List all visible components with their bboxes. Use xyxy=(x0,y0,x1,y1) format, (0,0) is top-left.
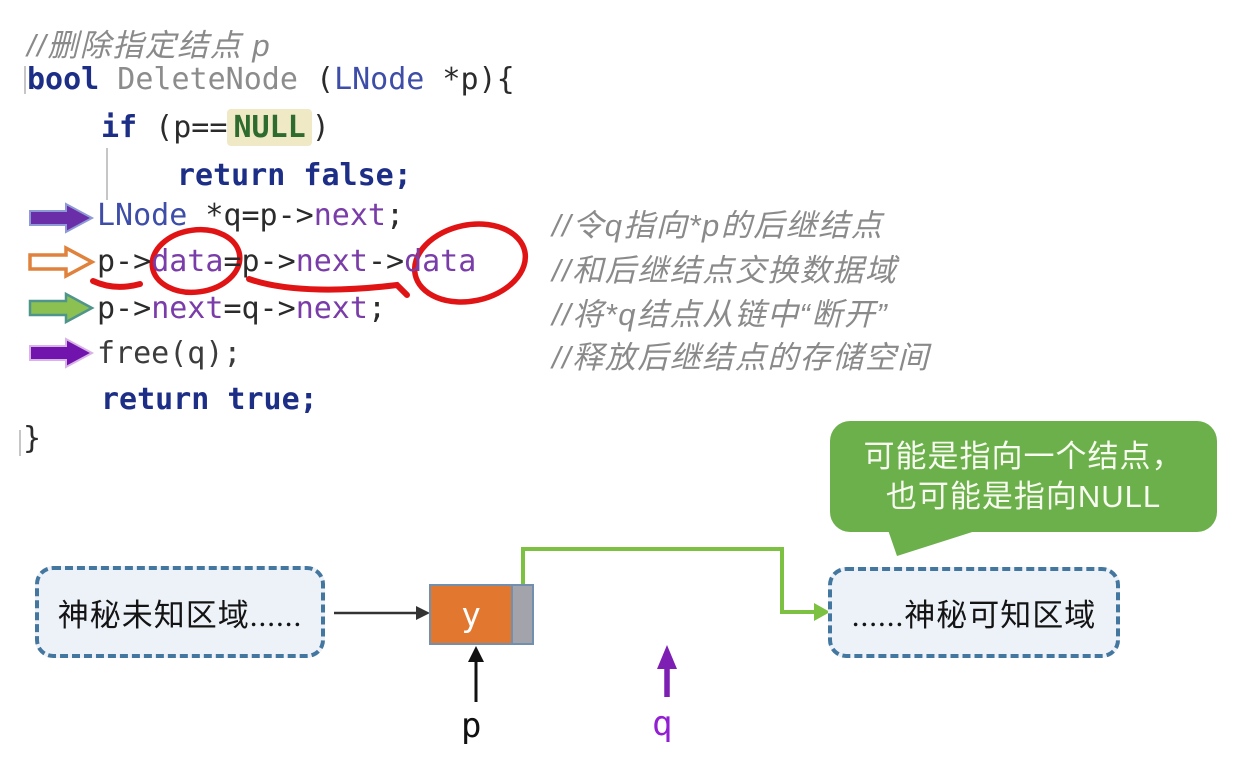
pointer-arrowhead-q-icon xyxy=(657,645,677,669)
identifier-next: next xyxy=(295,244,368,279)
code-token: ; xyxy=(367,291,386,326)
speech-bubble: 可能是指向一个结点， 也可能是指向NULL xyxy=(830,421,1217,532)
known-region-box: ......神秘可知区域 xyxy=(828,567,1120,658)
code-line-declaration: bool DeleteNode (LNode *p){ xyxy=(27,63,515,97)
speech-bubble-line1: 可能是指向一个结点， xyxy=(863,438,1184,474)
code-token: =p-> xyxy=(223,244,296,279)
keyword-if: if xyxy=(101,110,138,145)
code-line-return-false: return false; xyxy=(177,158,412,193)
code-line-assign-q: LNode *q=p->next; xyxy=(97,199,404,233)
step-arrow-3-icon xyxy=(28,291,95,325)
red-underline-annotation-short xyxy=(90,278,143,290)
null-keyword-highlight: NULL xyxy=(227,109,312,146)
code-token: ) xyxy=(311,110,330,145)
red-circle-annotation-left xyxy=(149,226,243,296)
left-box-arrowhead-icon xyxy=(416,606,430,620)
code-token: ( xyxy=(316,62,335,97)
next-pointer-arrowhead-icon xyxy=(814,603,830,621)
keyword-bool: bool xyxy=(27,62,100,97)
identifier-next: next xyxy=(313,198,386,233)
red-underline-annotation-long xyxy=(246,276,410,298)
code-token: (p== xyxy=(137,110,228,145)
pointer-arrowhead-p-icon xyxy=(468,646,484,662)
code-line-free: free(q); xyxy=(97,336,242,371)
type-lnode: LNode xyxy=(97,198,188,233)
identifier-next: next xyxy=(295,291,368,326)
code-token: p-> xyxy=(97,244,152,279)
code-line-if: if (p==NULL) xyxy=(101,109,330,146)
code-line-swap-data: p->data=p->next->data xyxy=(97,245,476,279)
identifier-next: next xyxy=(151,291,224,326)
unknown-region-box: 神秘未知区域...... xyxy=(35,566,325,658)
speech-bubble-tail xyxy=(888,527,988,556)
indent-guide xyxy=(106,148,108,200)
code-token: p-> xyxy=(97,291,152,326)
side-comment-4: //释放后继结点的存储空间 xyxy=(552,340,930,375)
type-lnode: LNode xyxy=(334,62,425,97)
node-data-field: y xyxy=(431,586,511,643)
identifier-data: data xyxy=(404,244,477,279)
list-node: y xyxy=(429,584,534,645)
speech-bubble-line2: 也可能是指向NULL xyxy=(885,478,1162,514)
side-comment-1: //令q指向*p的后继结点 xyxy=(552,208,884,243)
side-comment-3: //将*q结点从链中“断开” xyxy=(552,297,889,332)
node-next-field xyxy=(511,586,532,643)
identifier-data: data xyxy=(151,244,224,279)
next-pointer-line xyxy=(521,547,814,614)
code-line-return-true: return true; xyxy=(101,382,318,417)
step-arrow-2-icon xyxy=(28,245,96,279)
code-line-relink: p->next=q->next; xyxy=(97,292,386,326)
step-arrow-1-icon xyxy=(29,202,95,234)
code-token: *q=p-> xyxy=(187,198,314,233)
code-token: =q-> xyxy=(223,291,296,326)
function-name: DeleteNode xyxy=(99,62,316,97)
code-token: *p){ xyxy=(424,62,515,97)
indent-guide xyxy=(24,66,26,94)
pointer-label-p: p xyxy=(461,706,482,746)
side-comment-2: //和后继结点交换数据域 xyxy=(552,253,898,288)
code-closing-brace: } xyxy=(23,421,42,456)
step-arrow-4-icon xyxy=(29,337,95,369)
code-token: ; xyxy=(386,198,405,233)
indent-guide xyxy=(19,430,21,456)
pointer-label-q: q xyxy=(652,704,673,744)
red-circle-annotation-right xyxy=(411,221,529,305)
code-comment-title: //删除指定结点 p xyxy=(27,28,272,63)
code-token: -> xyxy=(367,244,405,279)
